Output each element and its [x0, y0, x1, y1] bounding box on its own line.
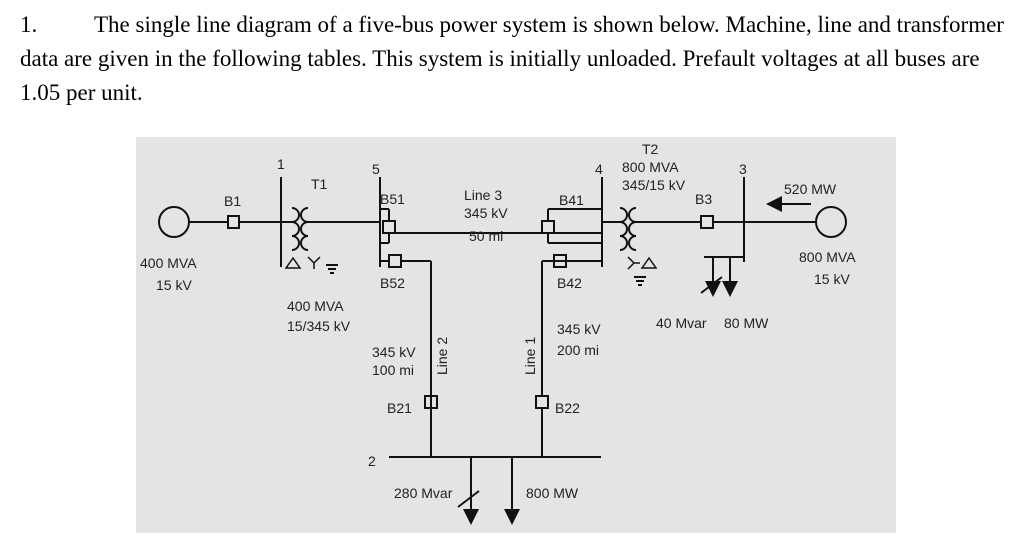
breaker-b42 — [553, 254, 567, 268]
transformer-t2 — [619, 207, 637, 251]
transformer-t2-rating: 800 MVA — [622, 159, 679, 175]
line-1-voltage: 345 kV — [557, 321, 601, 337]
breaker-b1-label: B1 — [224, 193, 241, 209]
problem-statement: 1.The single line diagram of a five-bus … — [20, 8, 1010, 110]
transformer-t2-name: T2 — [642, 141, 659, 157]
bus-4-label: 4 — [595, 161, 603, 177]
generator-3-output: 520 MW — [784, 181, 837, 197]
line-2-voltage: 345 kV — [372, 344, 416, 360]
bus-3-reactive-load: 40 Mvar — [656, 315, 707, 331]
generator-1-voltage: 15 kV — [156, 277, 192, 293]
bus-3-real-load: 80 MW — [724, 315, 769, 331]
line-1-name: Line 1 — [522, 337, 538, 375]
transformer-t1-voltage: 15/345 kV — [287, 318, 351, 334]
breaker-b21-label: B21 — [387, 400, 412, 416]
generator-3-voltage: 15 kV — [814, 271, 850, 287]
problem-number: 1. — [20, 12, 38, 37]
bus-2-real-load: 800 MW — [526, 485, 579, 501]
line-2-name: Line 2 — [434, 337, 450, 375]
breaker-b42-label: B42 — [557, 275, 582, 291]
line-3-voltage: 345 kV — [464, 205, 508, 221]
transformer-t2-voltage: 345/15 kV — [622, 177, 686, 193]
line-3-name: Line 3 — [464, 187, 502, 203]
breaker-b41-label: B41 — [559, 192, 584, 208]
generator-3-rating: 800 MVA — [799, 249, 856, 265]
breaker-b52-label: B52 — [380, 275, 405, 291]
bus-5-label: 5 — [372, 161, 380, 177]
problem-text: The single line diagram of a five-bus po… — [20, 12, 1004, 105]
generator-3 — [815, 206, 847, 238]
one-line-diagram: 1 5 4 3 2 B1 B51 B52 B41 B42 B3 B21 B22 … — [136, 137, 896, 533]
transformer-t1-name: T1 — [311, 176, 328, 192]
bus-3-label: 3 — [739, 161, 747, 177]
bus-1-label: 1 — [277, 156, 285, 172]
line-2-length: 100 mi — [372, 362, 414, 378]
diagram-background — [136, 137, 896, 533]
breaker-b22-label: B22 — [555, 400, 580, 416]
line-1-length: 200 mi — [557, 342, 599, 358]
transformer-t1 — [291, 207, 309, 251]
bus-2-reactive-load: 280 Mvar — [394, 485, 453, 501]
breaker-b3-label: B3 — [695, 191, 712, 207]
breaker-b51-label: B51 — [380, 191, 405, 207]
transformer-t1-rating: 400 MVA — [287, 298, 344, 314]
generator-1-rating: 400 MVA — [140, 255, 197, 271]
bus-2-label: 2 — [368, 453, 376, 469]
line-3-length: 50 mi — [469, 228, 503, 244]
